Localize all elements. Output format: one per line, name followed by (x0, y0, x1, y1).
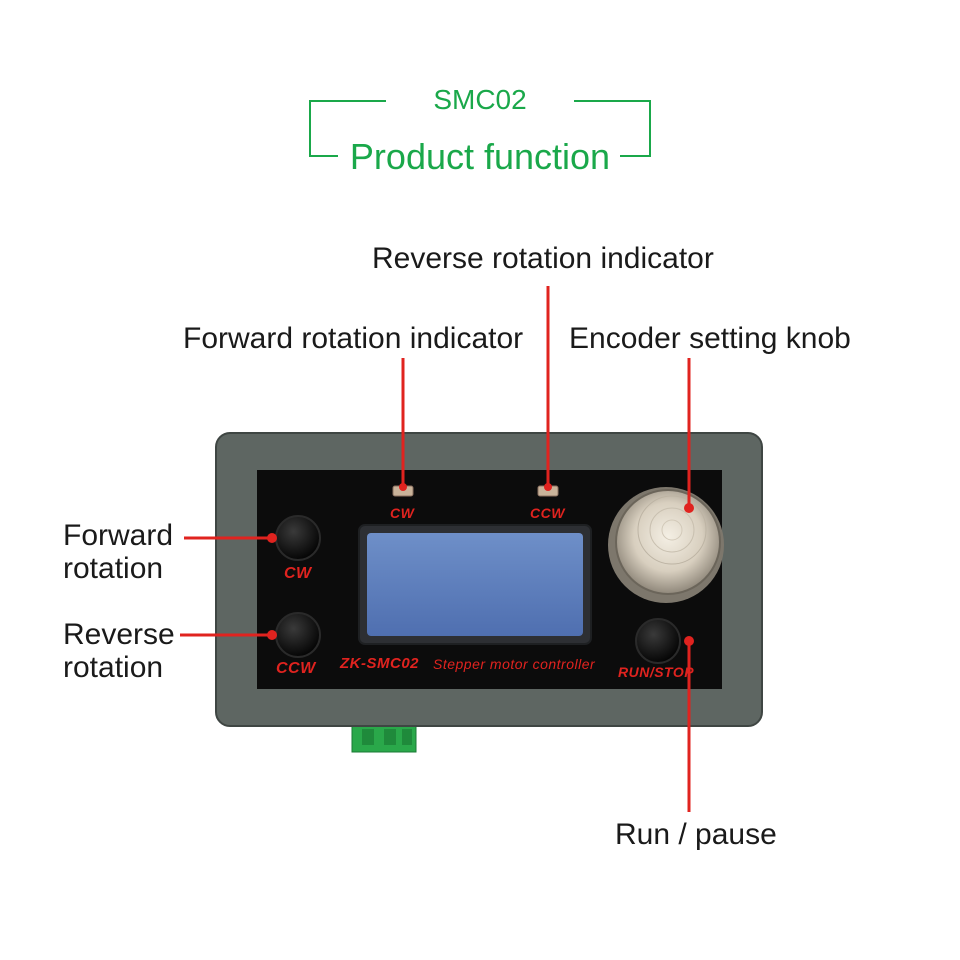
device-btn-ccw-label: CCW (276, 660, 316, 677)
leader-dots (267, 483, 694, 646)
model-name: SMC02 (433, 84, 527, 115)
device-btn-run-stop-label: RUN/STOP (618, 664, 695, 680)
label-reverse-rotation-line1: Reverse (63, 618, 175, 651)
device-led-cw-label: CW (390, 505, 415, 521)
encoder-knob[interactable] (608, 487, 724, 603)
button-ccw[interactable] (275, 612, 321, 658)
button-cw[interactable] (275, 515, 321, 561)
label-encoder-setting-knob: Encoder setting knob (569, 322, 851, 355)
label-reverse-rotation-line2: rotation (63, 651, 164, 684)
page-title: Product function (349, 136, 611, 177)
label-forward-rotation-indicator: Forward rotation indicator (183, 322, 524, 355)
button-run-stop[interactable] (635, 618, 681, 664)
label-forward-rotation-line1: Forward (63, 519, 174, 552)
label-run-pause: Run / pause (615, 818, 777, 851)
controller-device (215, 432, 763, 753)
device-led-ccw-label: CCW (530, 505, 565, 521)
device-subtitle-text: Stepper motor controller (433, 656, 596, 672)
label-reverse-rotation-indicator: Reverse rotation indicator (372, 242, 714, 275)
device-model-text: ZK-SMC02 (340, 655, 420, 672)
label-forward-rotation-line2: rotation (63, 552, 164, 585)
device-btn-cw-label: CW (284, 565, 312, 582)
leader-lines (180, 286, 691, 812)
header-bracket (309, 100, 651, 157)
lcd-screen (367, 533, 583, 636)
